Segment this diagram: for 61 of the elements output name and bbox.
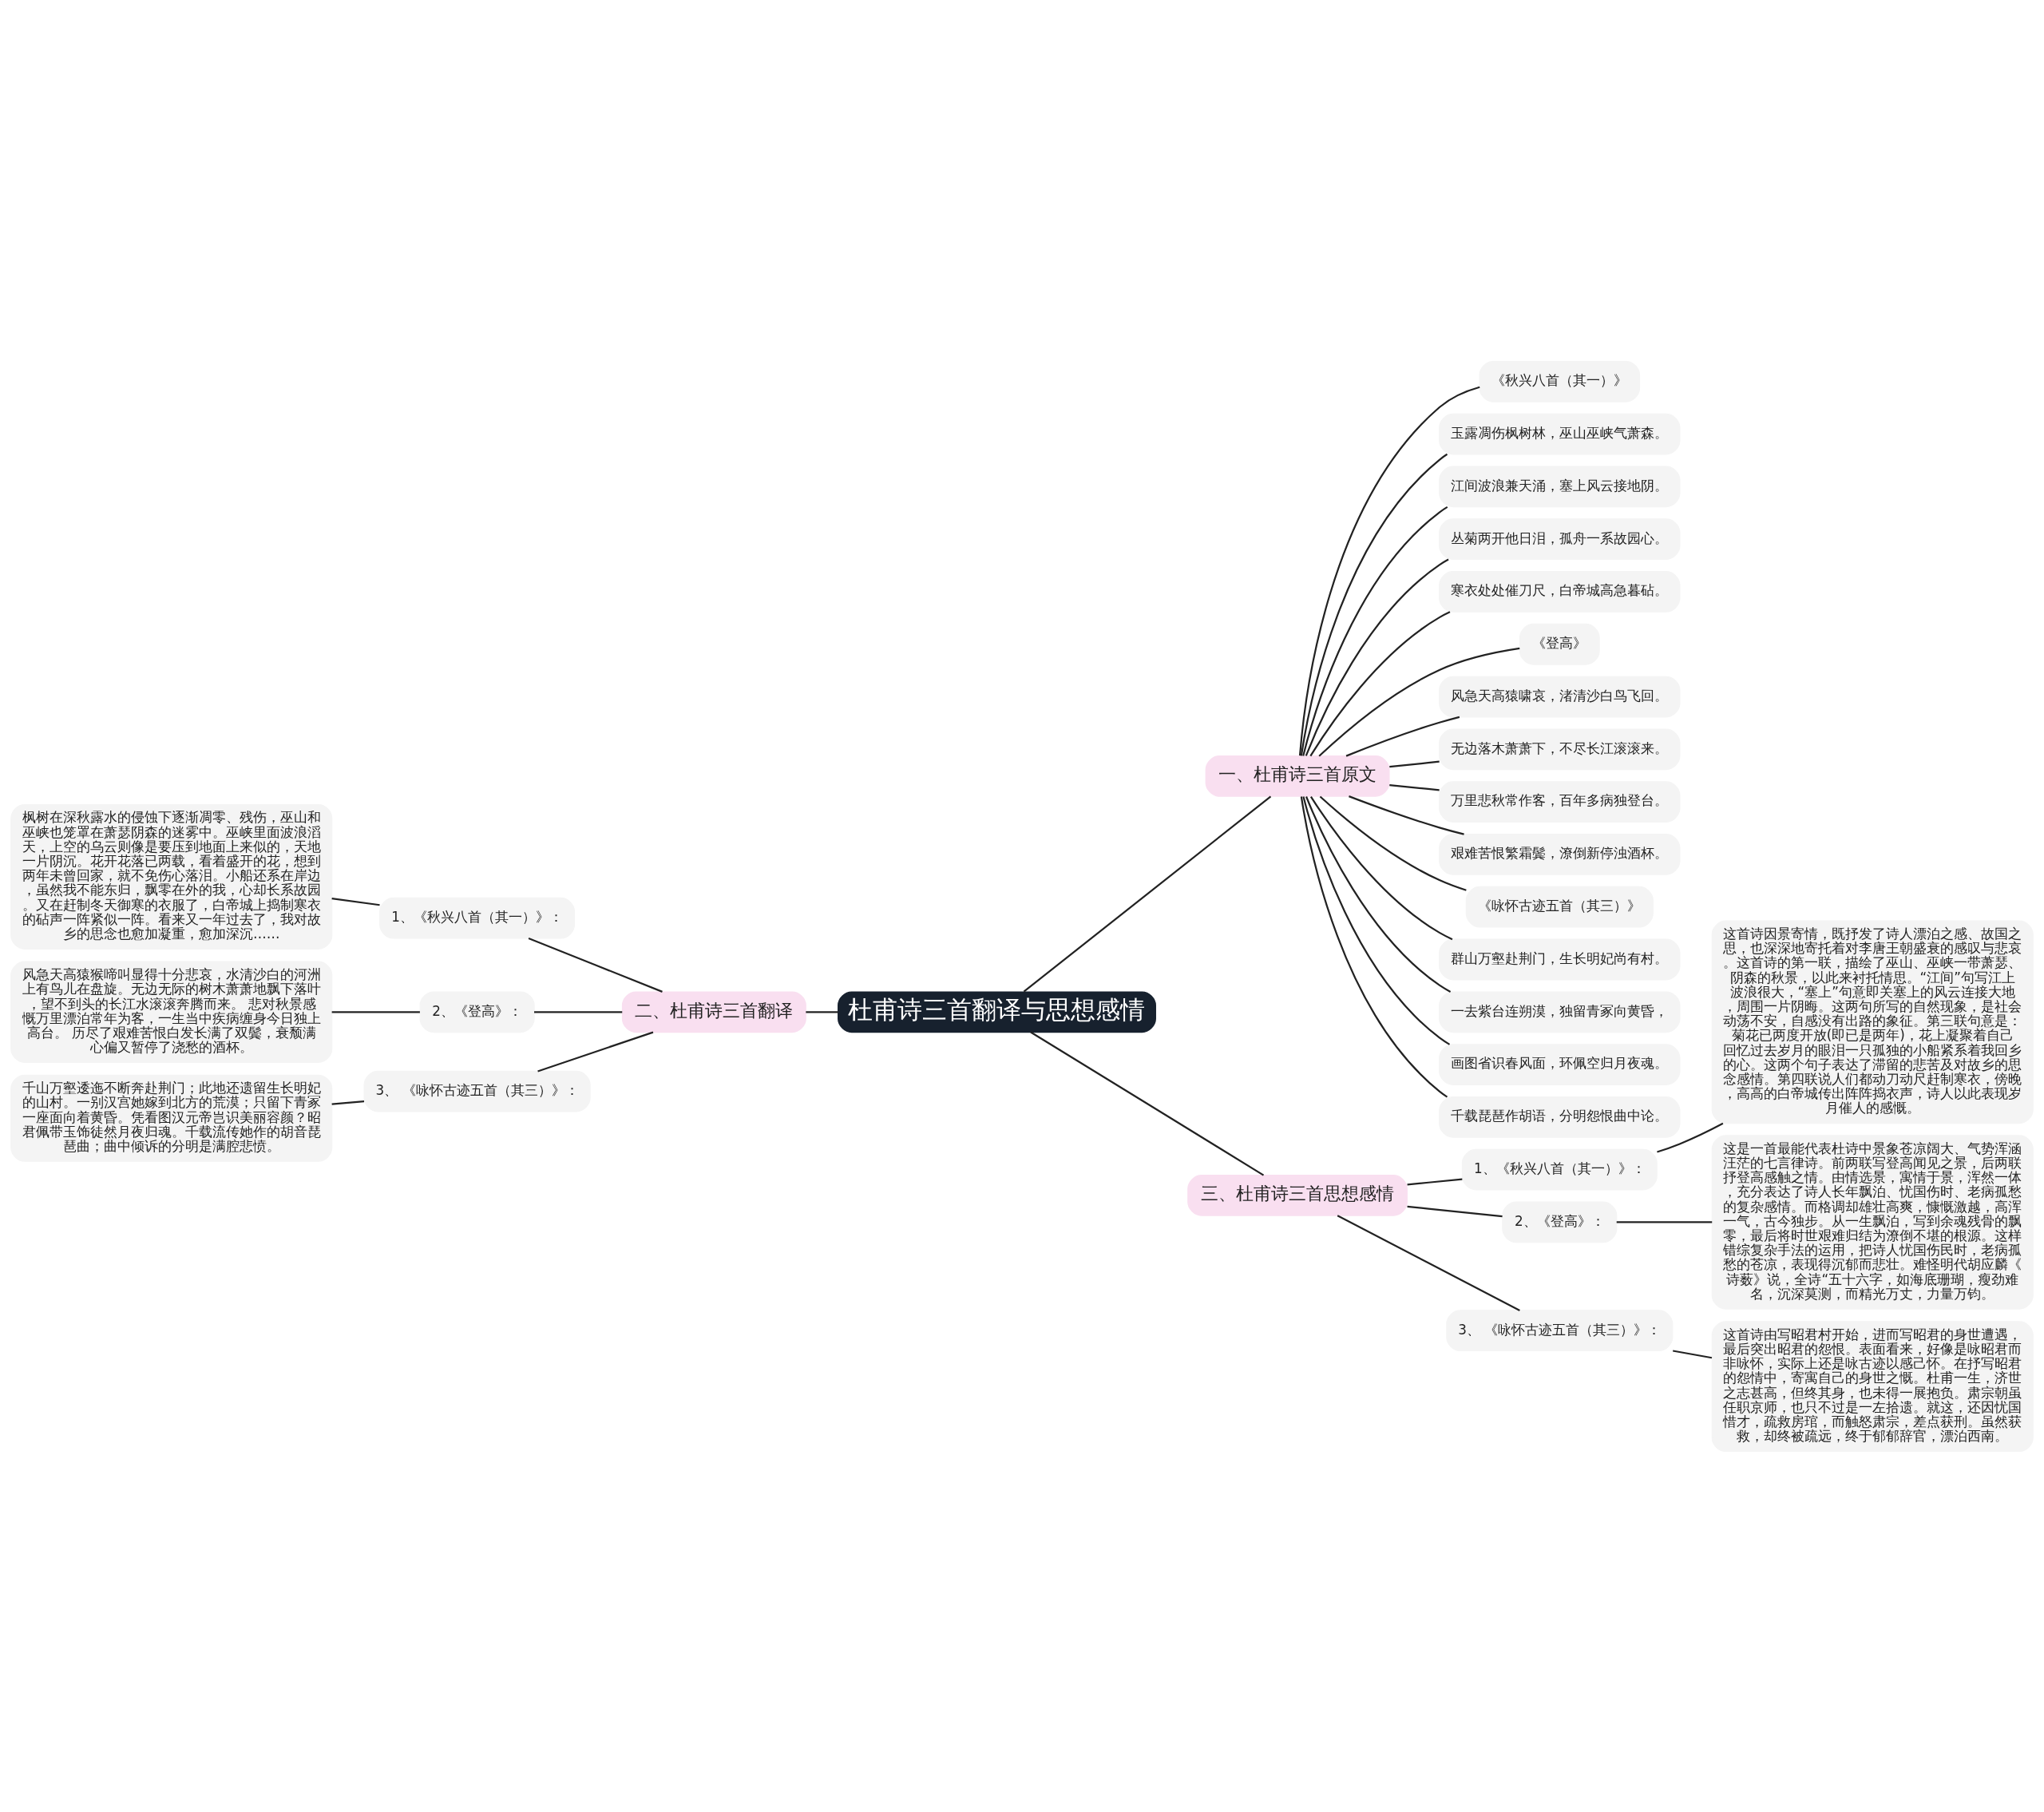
node-box: 无边落木萧萧下，不尽长江滚滚来。 [1439, 728, 1681, 770]
node-box: 《咏怀古迹五首（其三）》 [1465, 886, 1654, 928]
connector [1030, 1031, 1265, 1176]
node-box: 二、杜甫诗三首翻译 [621, 990, 806, 1033]
connector [331, 897, 380, 906]
connector [1309, 610, 1451, 756]
node-box: 风急天高猿猴啼叫显得十分悲哀，水清沙白的河洲上有鸟儿在盘旋。无边无际的树木萧萧地飘下落叶，望不到头的长江水滚滚奔腾而来。 悲对秋景感慨万里漂泊常年为客，一生当中疾病缠身今日独上高台。 历尽了艰难苦恨白发长满了双鬓，衰颓满心偏又暂停了浇愁的酒杯。 [10, 961, 333, 1063]
connector [1673, 1349, 1713, 1358]
node-box: 艰难苦恨繁霜鬓，潦倒新停浊酒杯。 [1439, 833, 1681, 875]
node-box: 《登高》 [1519, 623, 1600, 665]
connector [1345, 716, 1460, 757]
node-box: 1、《秋兴八首（其一）》： [1461, 1148, 1658, 1191]
connector [1302, 506, 1448, 756]
node-box: 江间波浪兼天涌，塞上风云接地阴。 [1439, 465, 1681, 507]
connector [1298, 386, 1480, 755]
node-box: 《秋兴八首（其一）》 [1479, 360, 1641, 402]
connector [534, 1010, 623, 1013]
connector [537, 1031, 654, 1073]
node-box: 群山万壑赴荆门，生长明妃尚有村。 [1439, 938, 1681, 980]
node-box: 这是一首最能代表杜诗中景象苍凉阔大、气势浑涵汪茫的七言律诗。前两联写登高闻见之景，后两联抒登高感触之情。由情选景，寓情于景，浑然一体，充分表达了诗人长年飘泊、忧国伤时、老病孤愁的复杂感情。而格调却雄壮高爽，慷慨激越，高浑一气，古今独步。从一生飘泊，写到余魂残骨的飘零，最后将时世艰难归结为潦倒不堪的根源。这样错综复杂手法的运用，把诗人忧国伤民时，老病孤愁的苍凉，表现得沉郁而悲壮。难怪明代胡应麟《诗薮》说，全诗“五十六字，如海底珊瑚，瘦劲难名，沉深莫测，而精光万丈，力量万钧。 [1711, 1134, 2034, 1310]
connector [806, 1010, 838, 1013]
node-box: 寒衣处处催刀尺，白帝城高急暮砧。 [1439, 570, 1681, 613]
node-box: 2、《登高》： [1502, 1201, 1618, 1243]
connector [1305, 558, 1449, 756]
node-box: 风急天高猿啸哀，渚清沙白鸟飞回。 [1439, 676, 1681, 717]
connector [1349, 795, 1464, 835]
node-box: 丛菊两开他日泪，孤舟一系故园心。 [1439, 517, 1681, 560]
connector [331, 1100, 365, 1105]
node-box: 杜甫诗三首翻译与思想感情 [838, 990, 1156, 1033]
node-box: 1、《秋兴八首（其一）》： [379, 897, 576, 939]
connector [1300, 795, 1448, 1098]
connector [1407, 1205, 1503, 1217]
node-box: 一去紫台连朔漠，独留青冢向黄昏， [1439, 990, 1681, 1033]
connector [1318, 647, 1520, 757]
connector [1302, 795, 1451, 1045]
connector [1337, 1214, 1520, 1311]
node-box: 三、杜甫诗三首思想感情 [1187, 1174, 1408, 1216]
node-box: 这首诗因景寄情，既抒发了诗人漂泊之感、故国之思，也深深地寄托着对李唐王朝盛衰的感叹与悲哀。这首诗的第一联，描绘了巫山、巫峡一带萧瑟、阴森的秋景，以此来衬托情思。“江间”句写江上波浪很大，“塞上”句意即关塞上的风云连接大地，周围一片阴晦。这两句所写的自然现象，是社会动荡不安，自感没有出路的象征。第三联句意是：菊花已两度开放(即已是两年)，花上凝聚着自己回忆过去岁月的眼泪一只孤独的小船紧系着我回乡的心。这两个句子表达了滞留的悲苦及对故乡的思念感情。第四联说人们都动刀动尺赶制寒衣，傍晚，高高的白帝城传出阵阵捣衣声，诗人以此表现岁月催人的感慨。 [1711, 920, 2034, 1124]
node-box: 3、 《咏怀古迹五首（其三）》： [1446, 1309, 1674, 1351]
node-box: 千山万壑逶迤不断奔赴荆门；此地还遗留生长明妃的山村。一别汉宫她嫁到北方的荒漠；只留下青冢一座面向着黄昏。凭看图汉元帝岂识美丽容颜？昭君佩带玉饰徒然月夜归魂。千载流传她作的胡音琵琶曲；曲中倾诉的分明是满腔悲愤。 [10, 1074, 333, 1162]
node-box: 画图省识春风面，环佩空归月夜魂。 [1439, 1043, 1681, 1085]
node-box: 千载琵琶作胡语，分明怨恨曲中论。 [1439, 1096, 1681, 1138]
connector [1407, 1177, 1463, 1185]
node-box: 这首诗由写昭君村开始，进而写昭君的身世遭遇，最后突出昭君的怨恨。表面看来，好像是咏昭君而非咏怀，实际上还是咏古迹以感己怀。在抒写昭君的怨情中，寄寓自己的身世之慨。杜甫一生，济世之志甚高，但终其身，也未得一展抱负。肃宗朝虽任职京师，也只不过是一左拾遗。就这，还因忧国惜才，疏救房琯，而触怒肃宗，差点获刑。虽然获救，却终被疏远，终于郁郁辞官，漂泊西南。 [1711, 1320, 2034, 1452]
connector [1300, 453, 1448, 755]
connector [1309, 795, 1453, 940]
connector [528, 937, 663, 993]
connector [1657, 1122, 1724, 1153]
node-box: 一、杜甫诗三首原文 [1205, 755, 1390, 797]
connector [1023, 795, 1272, 992]
node-box: 玉露凋伤枫树林，巫山巫峡气萧森。 [1439, 413, 1681, 454]
node-box: 3、 《咏怀古迹五首（其三）》： [363, 1070, 591, 1112]
connector [1389, 760, 1440, 767]
connector [331, 1010, 420, 1013]
connector [1319, 795, 1467, 891]
node-box: 2、《登高》： [419, 990, 535, 1033]
node-box: 万里悲秋常作客，百年多病独登台。 [1439, 780, 1681, 823]
connector [1305, 795, 1452, 993]
connector [1389, 783, 1440, 791]
node-box: 枫树在深秋露水的侵蚀下逐渐凋零、残伤，巫山和巫峡也笼罩在萧瑟阴森的迷雾中。巫峡里面波浪滔天，上空的乌云则像是要压到地面上来似的，天地一片阴沉。花开花落已两载，看着盛开的花，想到两年未曾回家，就不免伤心落泪。小船还系在岸边，虽然我不能东归，飘零在外的我，心却长系故园。又在赶制冬天御寒的衣服了，白帝城上捣制寒衣的砧声一阵紧似一阵。看来又一年过去了，我对故乡的思念也愈加凝重，愈加深沉…… [10, 803, 333, 950]
connector [1616, 1220, 1713, 1223]
